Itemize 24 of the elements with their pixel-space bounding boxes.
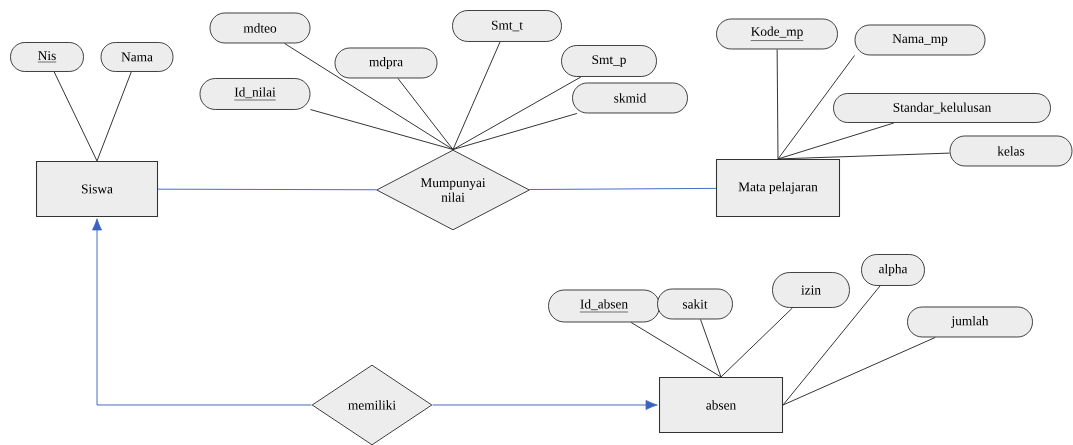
connector-line [630,322,722,378]
connector-line [53,71,98,162]
entity-box: Siswa [36,160,159,218]
connector-line [720,307,793,378]
connector-line [96,71,132,162]
connector-line [782,337,936,406]
connector-line [777,122,895,160]
connector-line [452,41,501,150]
connector-line [700,319,722,378]
connector-line [310,109,454,150]
connector-line [782,285,881,406]
connector-line [397,78,454,150]
connector-line [284,43,454,150]
connector-line [157,188,377,191]
entity-box: Mata pelajaran [715,158,841,218]
connector-line [777,152,950,160]
attribute-oval: kelas [949,135,1073,167]
connector-line [528,187,717,190]
connector-arrow [92,218,312,406]
connector-line [452,113,578,150]
connector-line [777,55,855,160]
connector-line [776,49,779,160]
entity-box: absen [658,376,784,434]
connector-arrow [432,400,658,410]
